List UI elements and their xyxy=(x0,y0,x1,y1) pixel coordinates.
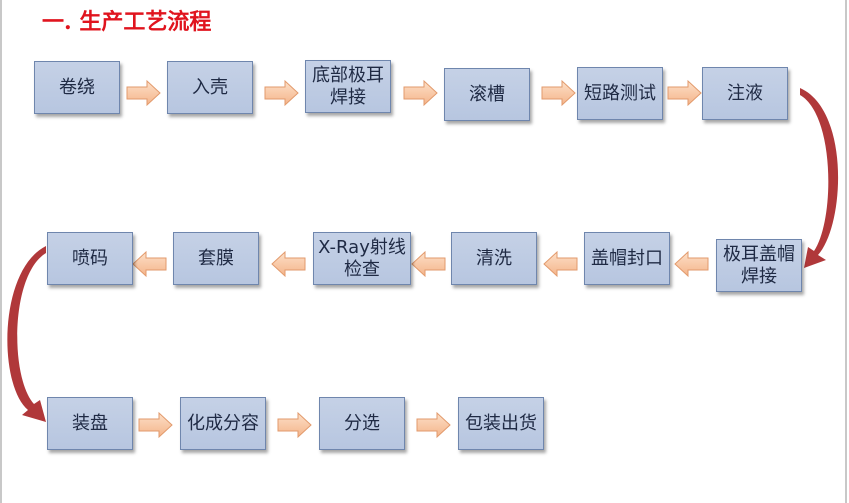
step-box: 装盘 xyxy=(47,397,133,450)
arrow-left xyxy=(271,251,306,277)
step-box: 底部极耳焊接 xyxy=(305,60,391,113)
page-title: 一. 生产工艺流程 xyxy=(42,9,212,35)
curved-arrow-right xyxy=(800,88,839,268)
step-box: 包装出货 xyxy=(458,397,544,450)
arrow-right xyxy=(403,80,438,106)
step-box: 卷绕 xyxy=(34,61,120,114)
arrow-right xyxy=(416,412,451,438)
step-box: 化成分容 xyxy=(180,397,266,450)
step-box: X-Ray射线检查 xyxy=(313,232,411,285)
step-box: 清洗 xyxy=(451,232,537,285)
arrow-right xyxy=(264,80,299,106)
arrow-right xyxy=(541,80,576,106)
arrow-left xyxy=(543,251,578,277)
step-box: 极耳盖帽焊接 xyxy=(716,239,802,292)
step-box: 滚槽 xyxy=(444,68,530,121)
arrow-left xyxy=(132,251,167,277)
step-box: 分选 xyxy=(319,397,405,450)
arrow-right xyxy=(138,412,173,438)
arrow-right xyxy=(667,80,702,106)
step-box: 套膜 xyxy=(173,232,259,285)
arrow-left xyxy=(674,251,709,277)
left-border xyxy=(0,0,2,503)
step-box: 注液 xyxy=(702,67,788,120)
arrow-right xyxy=(277,412,312,438)
arrow-right xyxy=(126,80,161,106)
arrow-left xyxy=(411,251,446,277)
right-border xyxy=(845,0,847,503)
step-box: 入壳 xyxy=(167,61,253,114)
step-box: 喷码 xyxy=(47,232,133,285)
step-box: 盖帽封口 xyxy=(584,232,670,285)
curved-arrow-left xyxy=(7,246,46,422)
step-box: 短路测试 xyxy=(577,67,663,120)
